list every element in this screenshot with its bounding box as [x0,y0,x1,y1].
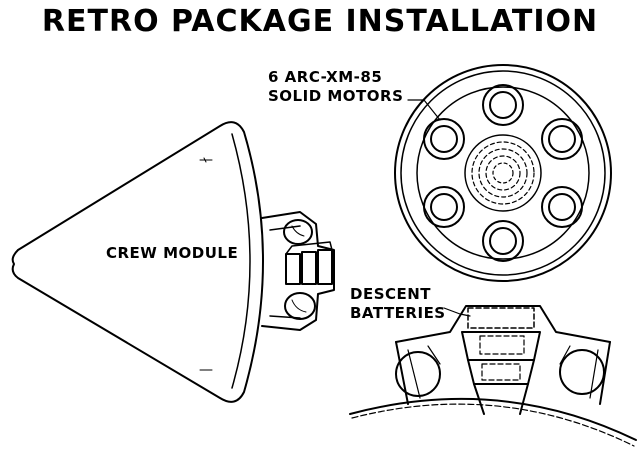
motors-label-line2: SOLID MOTORS [268,87,404,105]
solid-motor [541,118,583,160]
crew-module-drawing [11,121,335,403]
side-section-view [349,305,637,447]
motors-label: 6 ARC-XM-85 SOLID MOTORS [268,68,403,106]
motors-label-line1: 6 ARC-XM-85 [268,68,383,86]
solid-motor [541,186,583,228]
solid-motor [482,220,524,262]
crew-module-label: CREW MODULE [106,244,239,262]
batteries-label-line1: DESCENT [350,285,432,303]
diagram-title: RETRO PACKAGE INSTALLATION [41,4,599,39]
solid-motor [423,118,465,160]
solid-motor [423,186,465,228]
motor-ring-top-view [394,64,612,282]
batteries-label: DESCENT BATTERIES [350,285,446,323]
solid-motor [482,84,524,126]
batteries-label-line2: BATTERIES [350,304,446,322]
